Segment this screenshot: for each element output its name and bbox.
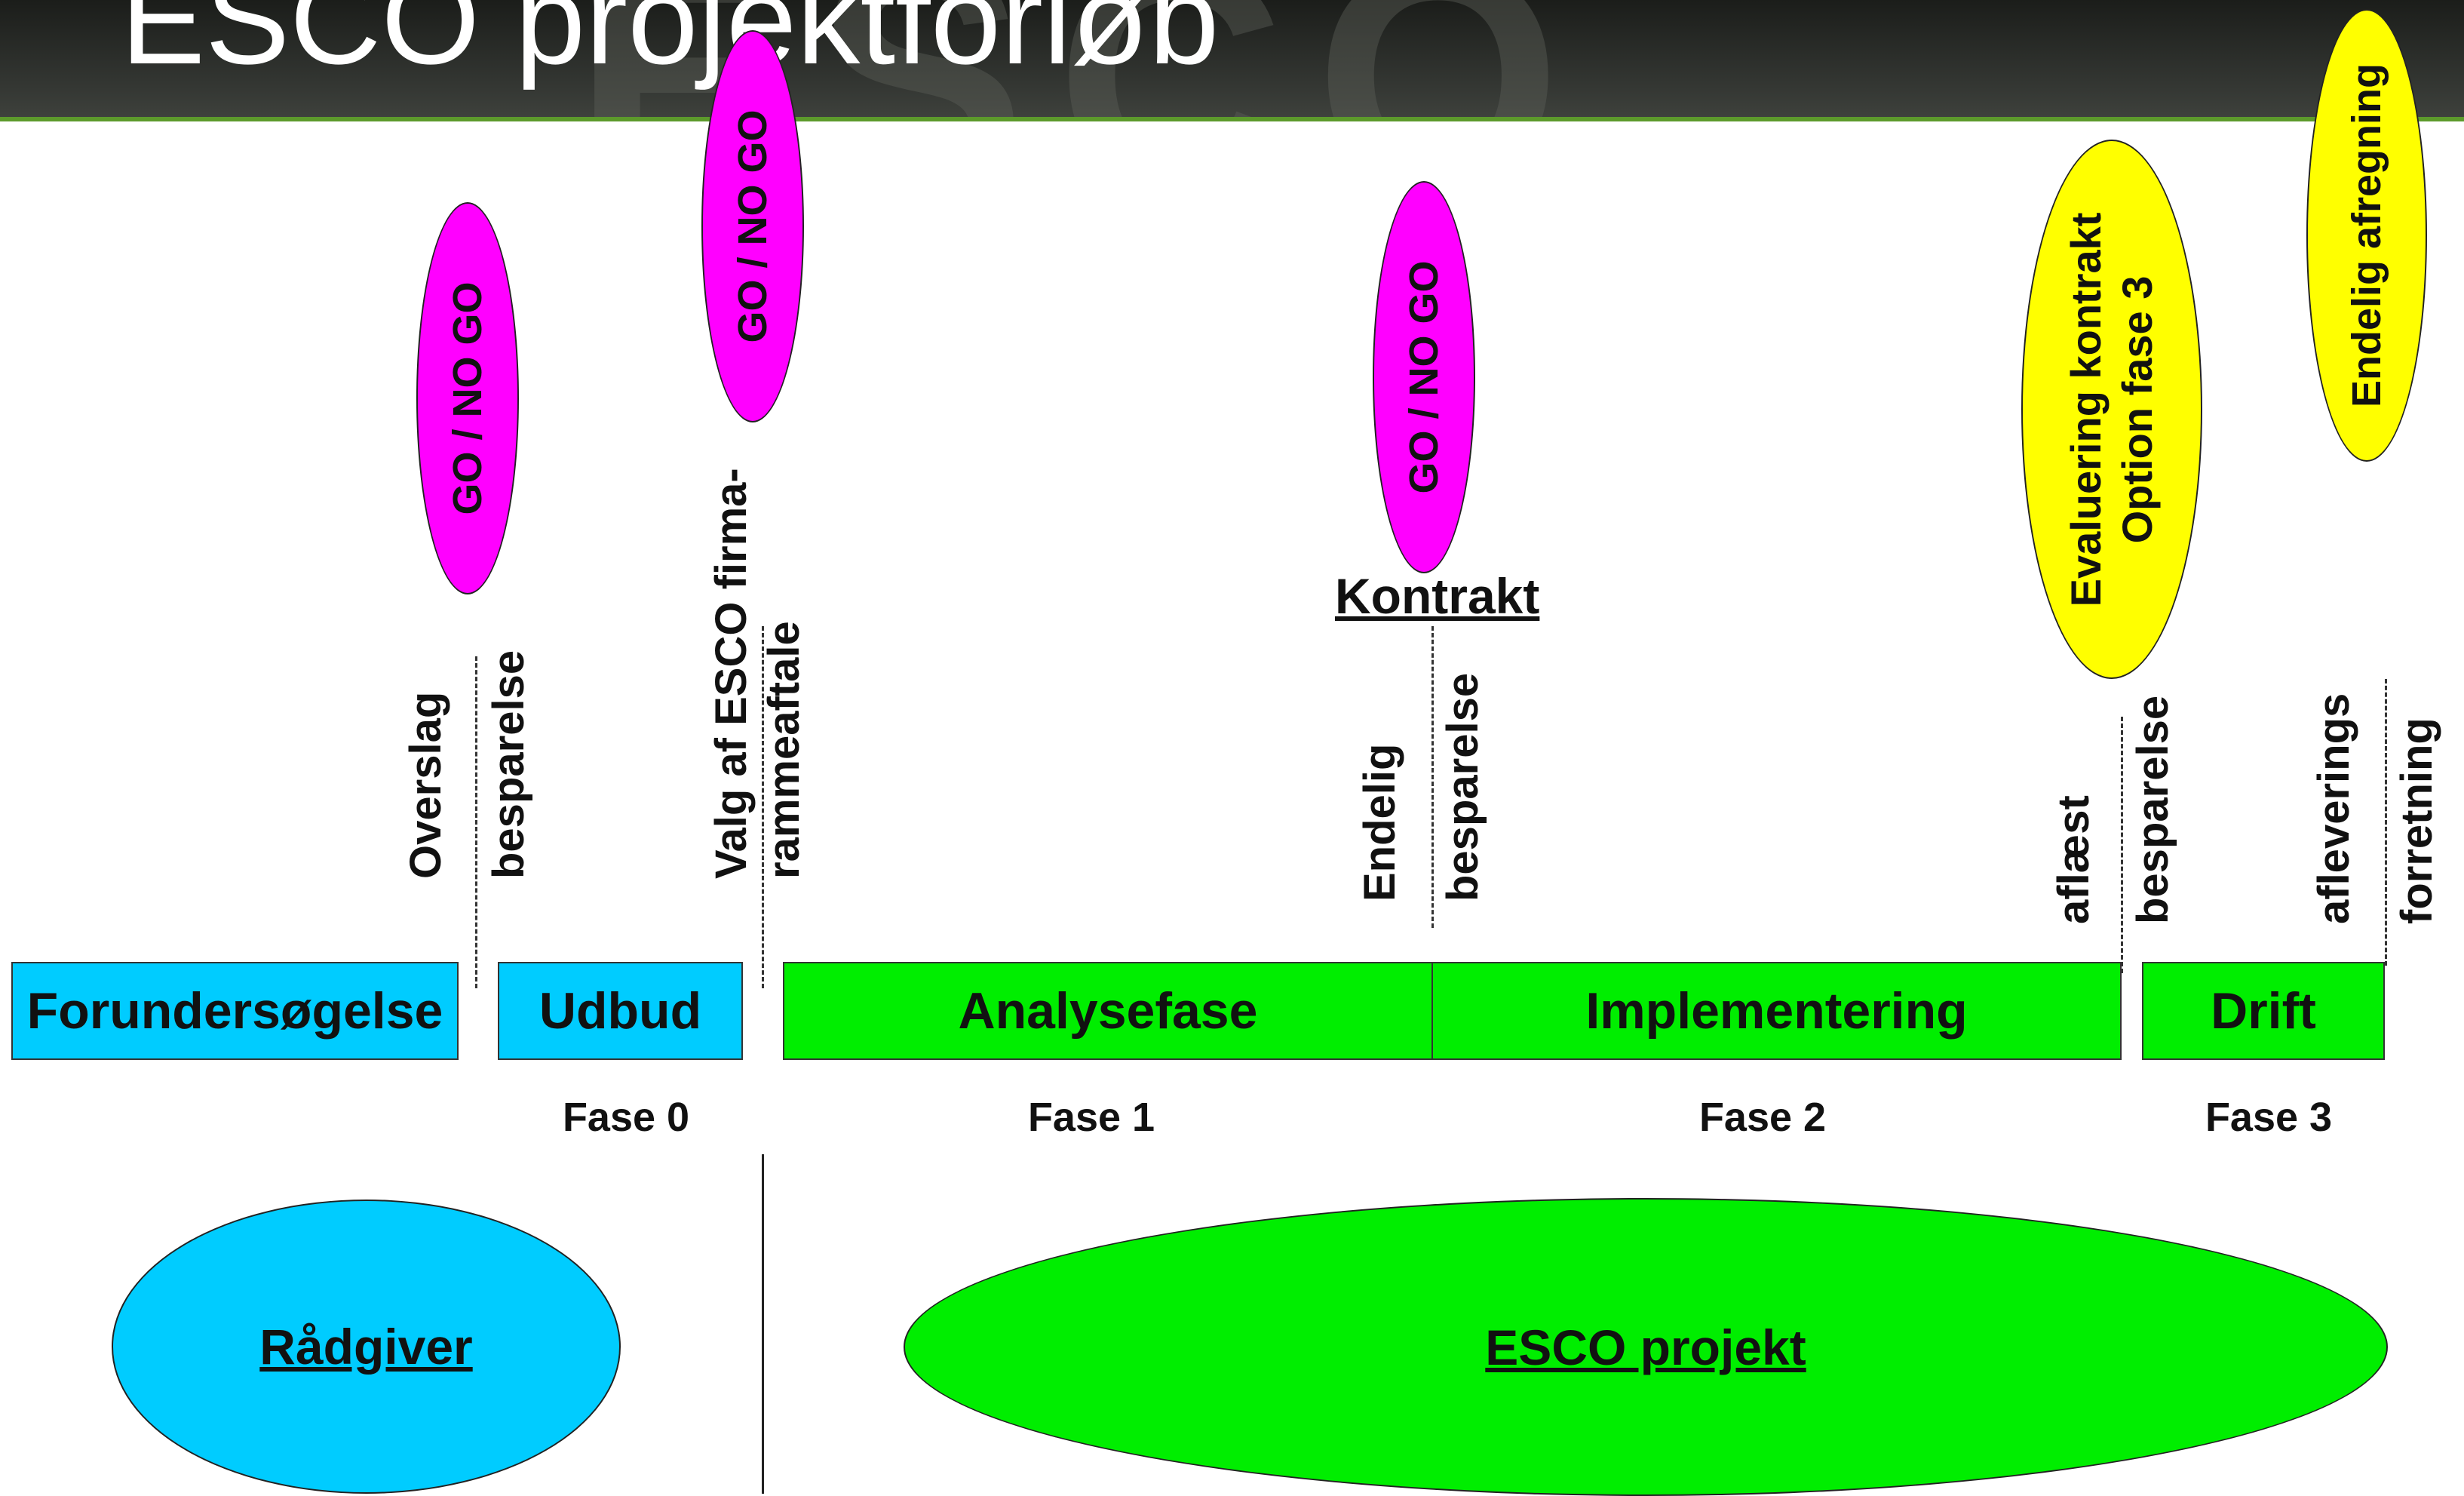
go-no-go-ellipse-2: GO / NO GO	[701, 30, 804, 422]
go-no-go-ellipse-1: GO / NO GO	[416, 202, 519, 594]
bar-udbud: Udbud	[498, 962, 743, 1060]
bar-implementering: Implementering	[1431, 962, 2122, 1060]
kontrakt-label: Kontrakt	[1335, 568, 1540, 624]
endelig-afregning-label: Endelig afregning	[2344, 63, 2389, 408]
evaluering-ellipse: Evaluering kontrakt Option fase 3	[2021, 140, 2202, 679]
fase-1-label: Fase 1	[1027, 1095, 1155, 1140]
milestone-endelig: Endelig	[1355, 743, 1404, 902]
bar-drift: Drift	[2142, 962, 2385, 1060]
go-no-go-label-2: GO / NO GO	[730, 109, 775, 343]
go-no-go-ellipse-3: GO / NO GO	[1373, 181, 1475, 573]
page-title: ESCO projektforløb	[121, 0, 1220, 91]
esco-projekt-label: ESCO projekt	[1485, 1319, 1806, 1375]
radgiver-ellipse: Rådgiver	[112, 1200, 621, 1494]
radgiver-label: Rådgiver	[259, 1319, 473, 1375]
milestone-aflaest: aflæst	[2049, 795, 2098, 924]
endelig-afregning-ellipse: Endelig afregning	[2306, 9, 2427, 462]
milestone-besparelse-3: besparelse	[2128, 695, 2177, 924]
actor-divider	[762, 1154, 764, 1494]
go-no-go-label-1: GO / NO GO	[445, 281, 490, 515]
milestone-besparelse-2: besparelse	[1438, 672, 1487, 902]
evaluering-label: Evaluering kontrakt Option fase 3	[2062, 212, 2161, 607]
milestone-line-3	[1431, 626, 1434, 928]
milestone-line-5	[2385, 679, 2387, 966]
bar-forundersogelse: Forundersøgelse	[11, 962, 459, 1060]
go-no-go-label-3: GO / NO GO	[1401, 260, 1447, 494]
milestone-valg-esco: Valg af ESCO firma- rammeaftale	[707, 468, 809, 879]
esco-projekt-ellipse: ESCO projekt	[904, 1198, 2388, 1496]
milestone-besparelse-1: besparelse	[484, 650, 533, 879]
bar-analysefase: Analysefase	[783, 962, 1433, 1060]
milestone-line-1	[475, 656, 477, 988]
header-banner: ESCO ESCO projektforløb	[0, 0, 2464, 121]
milestone-line-4	[2121, 717, 2123, 973]
milestone-overslag: Overslag	[401, 691, 450, 879]
milestone-forretning: forretning	[2392, 717, 2441, 924]
fase-2-label: Fase 2	[1698, 1095, 1827, 1140]
fase-0-label: Fase 0	[562, 1095, 690, 1140]
fase-3-label: Fase 3	[2205, 1095, 2333, 1140]
milestone-line-2	[762, 626, 764, 988]
milestone-afleverings: afleverings	[2309, 693, 2358, 924]
